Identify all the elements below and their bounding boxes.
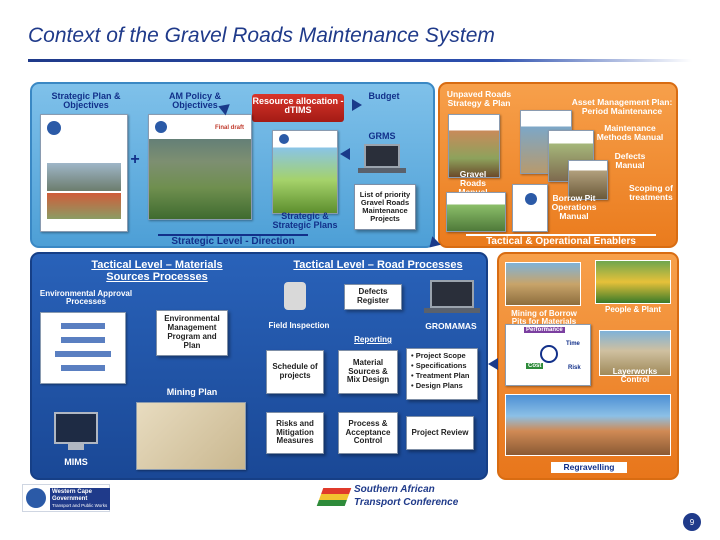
bullet-item: • Treatment Plan	[411, 371, 470, 381]
env-mgmt-box: Environmental Management Program and Pla…	[156, 310, 228, 356]
slide-title: Context of the Gravel Roads Maintenance …	[28, 24, 495, 47]
cost-tag: Cost	[526, 363, 544, 369]
plus-sign: +	[130, 151, 140, 168]
strategic-level-label: Strategic Level - Direction	[158, 234, 308, 248]
satc-stripes-icon	[316, 488, 352, 506]
asset-plan-label: Asset Management Plan: Period Maintenanc…	[571, 97, 673, 116]
strategic-plans-label: Strategic & Strategic Plans	[272, 211, 338, 231]
flowchart-document	[40, 312, 126, 384]
schedule-projects-box: Schedule of projects	[266, 350, 324, 394]
mining-plan-document	[136, 402, 246, 470]
gromamas-label: GROMAMAS	[425, 321, 477, 331]
road-photo	[47, 193, 121, 219]
final-draft-label: Final draft	[215, 125, 245, 131]
performance-tag: Performance	[524, 327, 565, 333]
laptop-base	[424, 308, 480, 313]
layerworks-label: Layerworks Control	[612, 367, 658, 385]
material-sources-box: Material Sources & Mix Design	[338, 350, 398, 394]
laptop-icon	[364, 144, 400, 168]
wcg-crest-icon	[525, 193, 537, 205]
flow-step	[61, 337, 105, 343]
regravelling-photo	[505, 394, 671, 456]
bullet-item: • Design Plans	[411, 381, 463, 391]
budget-label: Budget	[368, 91, 400, 101]
unpaved-strategy-document	[448, 114, 500, 178]
mims-label: MIMS	[64, 457, 88, 467]
strategic-plan-label: Strategic Plan & Objectives	[51, 91, 121, 111]
methods-manual-label: Maintenance Methods Manual	[596, 123, 664, 142]
strategic-plan-document	[40, 114, 128, 232]
wcg-line2: Government	[52, 495, 88, 502]
defects-manual-document	[568, 160, 608, 200]
regravelling-label: Regravelling	[551, 462, 627, 473]
mining-plan-label: Mining Plan	[166, 387, 218, 397]
borrow-pit-document	[512, 184, 548, 232]
people-plant-photo	[595, 260, 671, 304]
borrow-pit-label: Borrow Pit Operations Manual	[551, 193, 597, 221]
laptop-base	[358, 168, 406, 173]
wcg-line3: Transport and Public Works	[52, 502, 108, 508]
strategic-plans-document	[272, 130, 338, 214]
road-photo	[47, 163, 121, 191]
resource-allocation-box: Resource allocation - dTIMS	[252, 94, 344, 122]
flow-step	[61, 365, 105, 371]
laptop-icon	[430, 280, 474, 308]
gravel-manual-label: Gravel Roads Manual	[458, 169, 487, 197]
wcg-crest-icon	[155, 121, 167, 133]
am-policy-label: AM Policy & Objectives	[168, 91, 221, 111]
priority-projects-box: List of priority Gravel Roads Maintenanc…	[354, 184, 416, 230]
grms-label: GRMS	[368, 131, 396, 141]
layerworks-photo	[599, 330, 671, 376]
page-number: 9	[683, 513, 701, 531]
time-tag: Time	[566, 341, 580, 347]
bullet-item: • Project Scope	[411, 351, 466, 360]
scoping-label: Scoping of treatments	[629, 183, 673, 202]
wcg-crest-icon	[279, 134, 289, 144]
tactical-enablers-panel: Unpaved Roads Strategy & Plan Asset Mana…	[438, 82, 678, 248]
wcg-logo: Western Cape Government Transport and Pu…	[22, 484, 110, 512]
flow-arrow-icon	[488, 358, 498, 370]
performance-diagram: Performance Time Cost Risk	[505, 324, 591, 386]
inspector-figure-icon	[284, 282, 306, 310]
process-acceptance-box: Process & Acceptance Control	[338, 412, 398, 454]
title-rule	[28, 59, 692, 62]
computer-icon	[54, 412, 98, 444]
strategic-panel: Strategic Plan & Objectives AM Policy & …	[30, 82, 435, 248]
risks-box: Risks and Mitigation Measures	[266, 412, 324, 454]
unpaved-roads-label: Unpaved Roads Strategy & Plan	[446, 89, 512, 108]
wcg-line1: Western Cape	[52, 489, 92, 495]
tactical-processes-panel: Tactical Level – Materials Sources Proce…	[30, 252, 488, 480]
tactical-operations-panel: Mining of Borrow Pits for Materials Peop…	[497, 252, 679, 480]
flow-arrow-icon	[340, 148, 350, 160]
flow-arrow-icon	[352, 99, 362, 111]
gravel-manual-document	[446, 192, 506, 232]
defects-register-box: Defects Register	[344, 284, 402, 310]
wcg-crest-icon	[26, 488, 46, 508]
satc-line2: Transport Conference	[354, 497, 459, 508]
satc-logo: Southern African Transport Conference	[316, 482, 458, 512]
tactical-enablers-label: Tactical & Operational Enablers	[466, 234, 656, 248]
am-policy-document: Final draft	[148, 114, 252, 220]
satc-line1: Southern African	[354, 484, 435, 495]
env-approval-label: Environmental Approval Processes	[39, 289, 133, 307]
people-plant-label: People & Plant	[604, 305, 661, 314]
mining-borrow-label: Mining of Borrow Pits for Materials	[511, 309, 577, 327]
flow-step	[55, 351, 111, 357]
reporting-label: Reporting	[354, 335, 392, 344]
project-review-box: Project Review	[406, 416, 474, 450]
field-inspection-label: Field Inspection	[268, 321, 330, 330]
wcg-crest-icon	[47, 121, 61, 135]
materials-level-label: Tactical Level – Materials Sources Proce…	[91, 259, 223, 283]
grader-photo	[505, 262, 581, 306]
flow-step	[61, 323, 105, 329]
defects-manual-label: Defects Manual	[614, 151, 646, 170]
road-processes-label: Tactical Level – Road Processes	[293, 259, 463, 271]
cycle-icon	[540, 345, 558, 363]
project-scope-list: • Project Scope • Specifications • Treat…	[406, 348, 478, 400]
risk-tag: Risk	[568, 365, 581, 371]
bullet-item: • Specifications	[411, 361, 467, 371]
computer-stand	[68, 444, 84, 450]
